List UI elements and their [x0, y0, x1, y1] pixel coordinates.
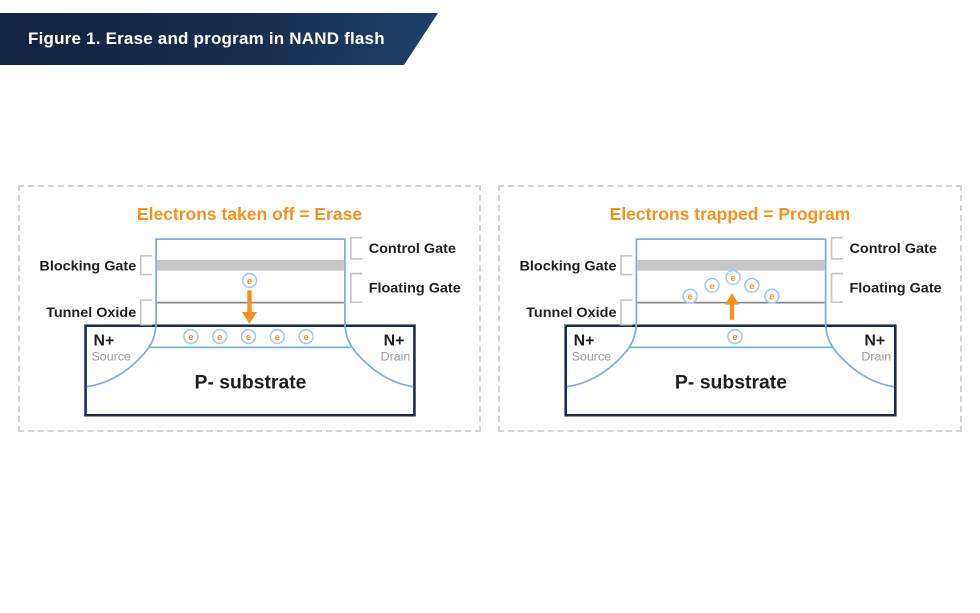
figure-banner: Figure 1. Erase and program in NAND flas…	[0, 13, 438, 65]
floating-gate-electrons: e e e e e	[682, 269, 780, 304]
electron-icon: e	[727, 328, 743, 345]
svg-text:e: e	[732, 331, 737, 342]
tunnel-oxide-label: Tunnel Oxide	[46, 305, 136, 321]
blocking-gate-layer	[637, 259, 825, 271]
electron-icon: e	[744, 277, 760, 294]
drain-label: Drain	[861, 350, 891, 364]
erase-panel-title: Electrons taken off = Erase	[136, 204, 363, 224]
program-arrow-up-icon	[725, 293, 739, 320]
drain-type-label: N+	[384, 332, 405, 349]
svg-text:e: e	[688, 291, 693, 302]
substrate-body	[84, 324, 416, 417]
blocking-gate-label: Blocking Gate	[39, 259, 136, 275]
drain-type-label: N+	[864, 332, 885, 349]
svg-text:e: e	[749, 280, 754, 291]
svg-text:e: e	[730, 272, 735, 283]
source-label: Source	[572, 350, 612, 364]
blocking-gate-layer	[157, 259, 344, 271]
control-gate-bracket	[830, 236, 844, 260]
electron-icon: e	[764, 288, 780, 304]
svg-text:e: e	[246, 331, 251, 342]
svg-text:e: e	[188, 331, 193, 342]
blocking-gate-label: Blocking Gate	[519, 259, 616, 275]
electron-icon: e	[725, 269, 741, 286]
electron-icon: e	[704, 277, 720, 294]
electron-icon: e	[269, 328, 286, 345]
floating-gate-bracket	[350, 272, 363, 303]
electron-icon: e	[183, 328, 199, 345]
tunnel-oxide-bracket	[620, 299, 633, 326]
electron-icon: e	[211, 328, 228, 345]
figure-title: Figure 1. Erase and program in NAND flas…	[28, 29, 385, 48]
blocking-gate-bracket	[139, 255, 153, 276]
svg-text:e: e	[247, 275, 252, 286]
p-substrate-label: P- substrate	[195, 373, 307, 394]
svg-text:e: e	[217, 331, 222, 342]
erase-panel: Electrons taken off = Erase e	[18, 185, 481, 432]
source-label: Source	[92, 350, 131, 364]
electron-icon: e	[241, 272, 258, 289]
tunnel-oxide-bracket	[139, 299, 153, 326]
blocking-gate-bracket	[620, 255, 633, 276]
erase-diagram: e e e e e e Blocking Gate Tunnel Oxide C…	[39, 236, 461, 417]
floating-gate-label: Floating Gate	[849, 280, 941, 296]
svg-text:e: e	[304, 331, 309, 342]
floating-gate-bracket	[830, 272, 844, 303]
svg-text:e: e	[275, 331, 280, 342]
svg-text:e: e	[709, 280, 714, 291]
drain-label: Drain	[381, 350, 411, 364]
erase-arrow-down-icon	[242, 290, 257, 324]
control-gate-label: Control Gate	[369, 241, 456, 257]
program-diagram: e e e e e e Blocking Gate Tunnel Oxide	[519, 236, 942, 417]
gate-stack-outline	[566, 238, 895, 388]
svg-text:e: e	[769, 291, 774, 302]
source-type-label: N+	[94, 332, 115, 349]
electron-icon: e	[298, 328, 314, 345]
floating-gate-label: Floating Gate	[369, 280, 461, 296]
p-substrate-label: P- substrate	[675, 373, 787, 394]
channel-electrons: e e e e e	[183, 328, 314, 345]
source-type-label: N+	[574, 332, 595, 349]
tunnel-oxide-label: Tunnel Oxide	[526, 305, 616, 321]
electron-icon: e	[240, 328, 257, 345]
control-gate-label: Control Gate	[849, 241, 936, 257]
control-gate-bracket	[350, 236, 363, 260]
gate-stack-outline	[86, 238, 414, 388]
electron-icon: e	[682, 288, 698, 304]
program-panel-title: Electrons trapped = Program	[609, 204, 851, 224]
program-panel: Electrons trapped = Program e e e e e	[498, 185, 962, 432]
